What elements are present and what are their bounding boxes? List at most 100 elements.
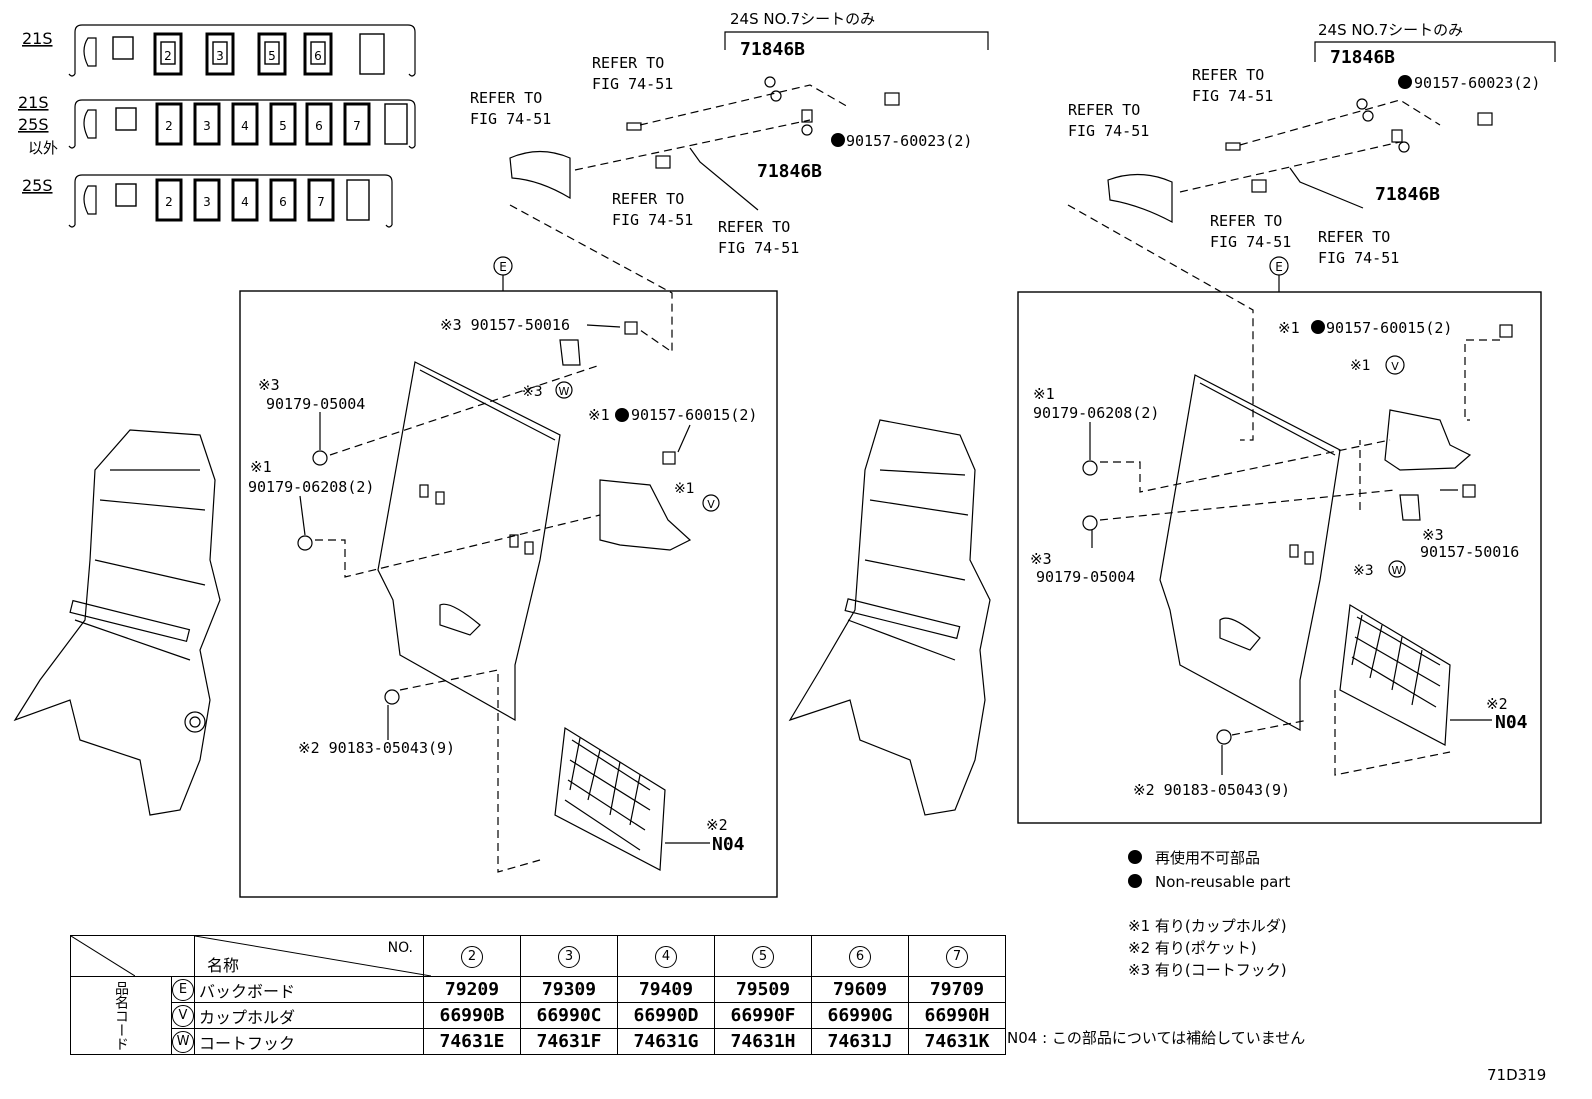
seat-pocket <box>1339 604 1451 746</box>
svg-text:2: 2 <box>165 119 173 133</box>
coat-hook <box>559 339 581 366</box>
seat-6: 6 <box>303 32 333 76</box>
table-cell: 79409 <box>617 976 715 1003</box>
seat-6: 6 <box>269 178 297 222</box>
svg-text:FIG 74-51: FIG 74-51 <box>1318 249 1399 267</box>
left-refer-1: REFER TO <box>470 89 542 107</box>
left-label-e: E <box>499 260 507 274</box>
cup-holder <box>599 479 692 551</box>
table-cell: 66990B <box>423 1002 521 1029</box>
table-cell: 66990F <box>714 1002 812 1029</box>
col-5: 5 <box>714 935 812 977</box>
legend-non-reusable-en: Non-reusable part <box>1155 873 1290 891</box>
legend-note-2: ※2 有り(ポケット) <box>1128 939 1257 957</box>
circled-code: 4 <box>655 946 677 968</box>
seat-config-25s: 25S 2 3 4 6 7 <box>22 174 393 228</box>
table-cell: V <box>171 1002 195 1029</box>
svg-text:3: 3 <box>216 49 224 63</box>
svg-text:FIG 74-51: FIG 74-51 <box>718 239 799 257</box>
svg-text:2: 2 <box>165 195 173 209</box>
left-v-label: V <box>707 498 715 511</box>
svg-text:FIG 74-51: FIG 74-51 <box>592 75 673 93</box>
svg-text:2: 2 <box>164 49 172 63</box>
right-part-90157-50016: 90157-50016 <box>1420 543 1519 561</box>
seat-pocket <box>554 726 666 871</box>
seat-6: 6 <box>305 102 333 146</box>
config-label-other: 以外 <box>28 139 58 157</box>
svg-text:FIG 74-51: FIG 74-51 <box>612 211 693 229</box>
right-part-90179-06208: 90179-06208(2) <box>1033 404 1159 422</box>
svg-text:※1: ※1 <box>1278 319 1300 337</box>
config-label-21s-a: 21S <box>22 29 53 48</box>
svg-text:※1: ※1 <box>588 406 610 424</box>
table-cell: 79309 <box>520 976 618 1003</box>
right-refer-2: REFER TO <box>1192 66 1264 84</box>
seat-3: 3 <box>205 32 235 76</box>
seat-2: 2 <box>153 32 183 76</box>
seat-2: 2 <box>155 178 183 222</box>
cup-holder <box>1384 409 1472 471</box>
table-cell: 66990D <box>617 1002 715 1029</box>
circled-code: E <box>172 979 194 1001</box>
circled-code: 6 <box>849 946 871 968</box>
legend-note-1: ※1 有り(カップホルダ) <box>1128 917 1287 935</box>
svg-text:FIG 74-51: FIG 74-51 <box>1210 233 1291 251</box>
left-refer-3: REFER TO <box>612 190 684 208</box>
col-2: 2 <box>423 935 521 977</box>
table-cell: カップホルダ <box>194 1002 424 1029</box>
assist-grip <box>509 150 571 200</box>
left-part-90157-60015: 90157-60015(2) <box>631 406 757 424</box>
seat-5: 5 <box>257 32 287 76</box>
right-part-90157-60015: 90157-60015(2) <box>1326 319 1452 337</box>
table-cell: 79609 <box>811 976 909 1003</box>
svg-text:※3: ※3 <box>522 384 543 400</box>
table-cell: 66990C <box>520 1002 618 1029</box>
svg-text:※2: ※2 <box>706 816 728 834</box>
right-part-n04: N04 <box>1495 712 1528 733</box>
seat-config-21s-25s-other: 21S 25S 以外 2 3 4 5 6 7 <box>18 93 416 157</box>
left-part-90179-06208: 90179-06208(2) <box>248 478 374 496</box>
bolt-icon <box>884 92 900 106</box>
left-part-90183-05043: ※2 90183-05043(9) <box>298 739 455 757</box>
left-assembly: 24S NO.7シートのみ 71846B 71846B 90157-60023(… <box>13 10 989 898</box>
seat-7: 7 <box>307 178 335 222</box>
seat-3: 3 <box>193 102 221 146</box>
right-part-90157-60023: 90157-60023(2) <box>1414 74 1540 92</box>
table-cell: 74631E <box>423 1028 521 1055</box>
svg-text:6: 6 <box>315 119 323 133</box>
table-cell: 74631F <box>520 1028 618 1055</box>
table-row: 品名コード E バックボード 79209 79309 79409 79509 7… <box>70 976 1006 1055</box>
left-w-label: W <box>559 385 570 398</box>
circled-code: W <box>172 1031 194 1053</box>
svg-text:FIG 74-51: FIG 74-51 <box>1192 87 1273 105</box>
col-3: 3 <box>520 935 618 977</box>
left-part-90157-60023: 90157-60023(2) <box>846 132 972 150</box>
col-7: 7 <box>908 935 1006 977</box>
right-refer-1: REFER TO <box>1068 101 1140 119</box>
svg-text:※2: ※2 <box>1486 695 1508 713</box>
table-corner-cell <box>70 935 195 977</box>
assist-grip <box>1107 173 1173 223</box>
svg-text:※1: ※1 <box>250 458 272 476</box>
svg-text:4: 4 <box>241 119 249 133</box>
left-part-n04: N04 <box>712 834 745 855</box>
svg-text:7: 7 <box>317 195 325 209</box>
circled-code: V <box>172 1005 194 1027</box>
seat-4: 4 <box>231 178 259 222</box>
seat-2: 2 <box>155 102 183 146</box>
config-label-21s-b: 21S <box>18 93 49 112</box>
screw-icon <box>655 155 671 169</box>
svg-text:5: 5 <box>268 49 276 63</box>
svg-text:3: 3 <box>203 195 211 209</box>
non-reusable-marker <box>831 133 845 147</box>
right-note-24s: 24S NO.7シートのみ <box>1318 21 1463 39</box>
legend-n04-note: N04 : この部品については補給していません <box>1007 1029 1305 1047</box>
left-note-24s: 24S NO.7シートのみ <box>730 10 875 28</box>
table-cell: 66990G <box>811 1002 909 1029</box>
table-name-header: 名称 NO. <box>194 935 431 977</box>
table-cell: 66990H <box>908 1002 1006 1029</box>
seat-4: 4 <box>231 102 259 146</box>
circled-code: 5 <box>752 946 774 968</box>
seat-3: 3 <box>193 178 221 222</box>
svg-text:※1: ※1 <box>674 481 695 497</box>
